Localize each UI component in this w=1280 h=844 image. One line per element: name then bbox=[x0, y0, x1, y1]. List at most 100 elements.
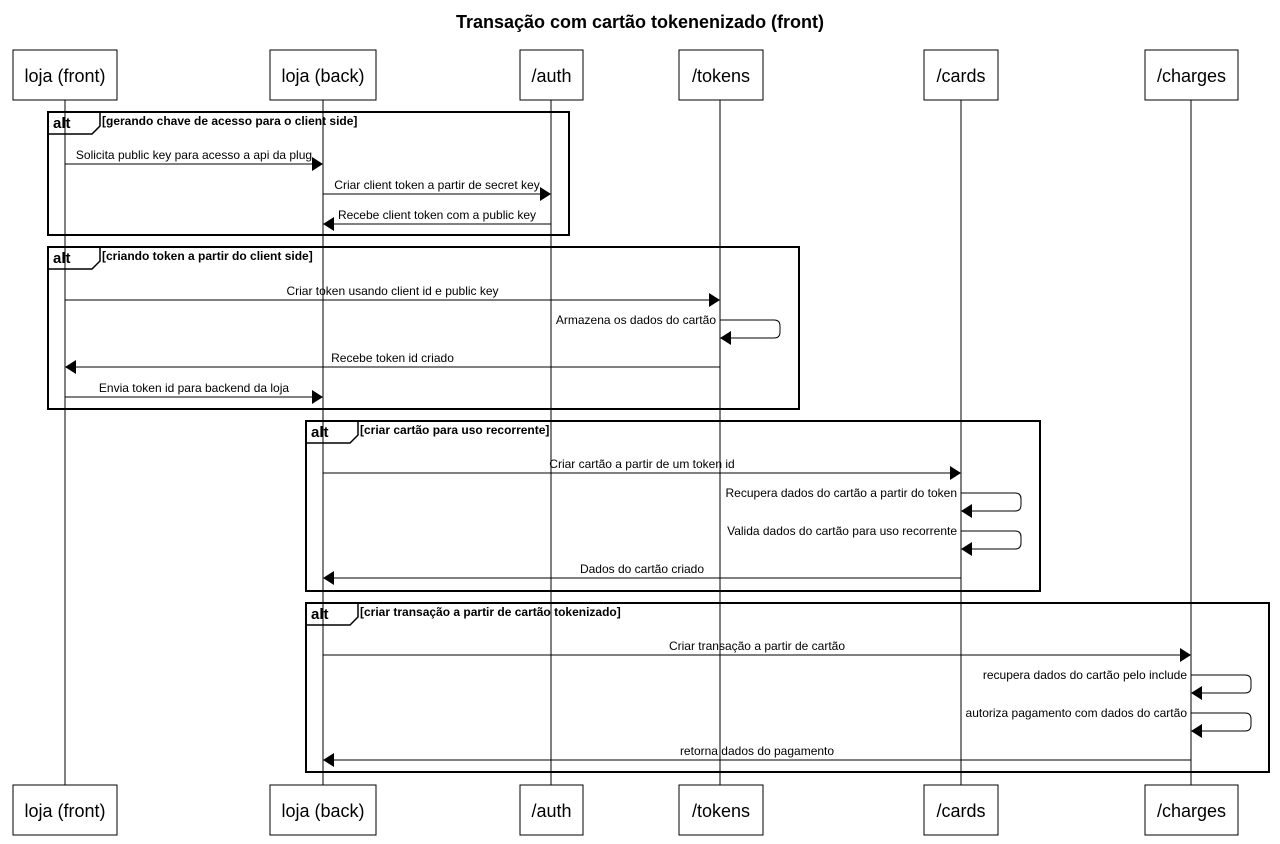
message-charges-to-charges: autoriza pagamento com dados do cartão bbox=[966, 706, 1252, 738]
participant-label: /tokens bbox=[692, 801, 750, 821]
participant-back-bottom: loja (back) bbox=[269, 784, 377, 836]
fragment-frame bbox=[305, 602, 1270, 773]
fragment-keyword: alt bbox=[53, 115, 71, 132]
arrowhead bbox=[323, 571, 334, 585]
message-label: Criar client token a partir de secret ke… bbox=[334, 178, 539, 192]
messages: Solicita public key para acesso a api da… bbox=[65, 148, 1252, 767]
participant-box bbox=[923, 49, 999, 101]
participant-box bbox=[12, 784, 118, 836]
fragment-guard: [criar transação a partir de cartão toke… bbox=[360, 605, 621, 619]
message-label: Dados do cartão criado bbox=[580, 562, 704, 576]
message-tokens-to-front: Recebe token id criado bbox=[65, 351, 720, 374]
fragment-frame bbox=[47, 246, 800, 410]
message-tokens-to-tokens: Armazena os dados do cartão bbox=[556, 313, 781, 345]
participant-auth-top: /auth bbox=[519, 49, 584, 101]
fragment-tab bbox=[306, 420, 359, 444]
arrowhead bbox=[720, 331, 731, 345]
participant-box bbox=[1144, 784, 1239, 836]
message-front-to-back: Envia token id para backend da loja bbox=[65, 381, 323, 404]
participant-box bbox=[12, 49, 118, 101]
arrowhead bbox=[540, 187, 551, 201]
message-front-to-back: Solicita public key para acesso a api da… bbox=[65, 148, 323, 171]
fragment-guard: [criando token a partir do client side] bbox=[102, 249, 313, 263]
message-back-to-charges: Criar transação a partir de cartão bbox=[323, 639, 1191, 662]
message-label: Armazena os dados do cartão bbox=[556, 313, 716, 327]
message-label: Recupera dados do cartão a partir do tok… bbox=[726, 486, 957, 500]
alt-fragment-2: alt[criando token a partir do client sid… bbox=[47, 246, 800, 410]
alt-fragment-3: alt [criar cartão para uso recorrente] bbox=[305, 420, 1041, 592]
participant-box bbox=[1144, 49, 1239, 101]
message-label: Solicita public key para acesso a api da… bbox=[76, 148, 312, 162]
participant-label: /charges bbox=[1157, 66, 1226, 86]
participant-charges-top: /charges bbox=[1144, 49, 1239, 101]
message-charges-to-charges: recupera dados do cartão pelo include bbox=[983, 668, 1252, 700]
message-back-to-cards: Criar cartão a partir de um token id bbox=[323, 457, 961, 480]
message-front-to-tokens: Criar token usando client id e public ke… bbox=[65, 284, 720, 307]
fragment-tab bbox=[48, 111, 101, 135]
participant-box bbox=[519, 49, 584, 101]
message-label: Recebe token id criado bbox=[331, 351, 454, 365]
arrowhead bbox=[1180, 648, 1191, 662]
participant-back-top: loja (back) bbox=[269, 49, 377, 101]
participant-label: /auth bbox=[531, 801, 571, 821]
fragment-frame bbox=[47, 111, 570, 236]
arrowhead bbox=[312, 390, 323, 404]
arrowhead bbox=[1191, 686, 1202, 700]
arrowhead bbox=[323, 217, 334, 231]
message-label: recupera dados do cartão pelo include bbox=[983, 668, 1187, 682]
message-label: Valida dados do cartão para uso recorren… bbox=[727, 524, 957, 538]
fragment-guard: [gerando chave de acesso para o client s… bbox=[102, 114, 357, 128]
message-auth-to-back: Recebe client token com a public key bbox=[323, 208, 551, 231]
self-message-line bbox=[1191, 712, 1252, 732]
participant-label: /auth bbox=[531, 66, 571, 86]
message-label: Criar token usando client id e public ke… bbox=[286, 284, 498, 298]
fragment-tab bbox=[48, 246, 101, 270]
participant-label: loja (front) bbox=[24, 801, 105, 821]
arrowhead bbox=[961, 542, 972, 556]
message-back-to-auth: Criar client token a partir de secret ke… bbox=[323, 178, 551, 201]
participant-charges-bottom: /charges bbox=[1144, 784, 1239, 836]
arrowhead bbox=[65, 360, 76, 374]
participant-tokens-top: /tokens bbox=[678, 49, 764, 101]
arrowhead bbox=[961, 504, 972, 518]
participant-cards-top: /cards bbox=[923, 49, 999, 101]
participants-top: loja (front) loja (back) /auth/tokens/card… bbox=[12, 49, 1239, 101]
participant-auth-bottom: /auth bbox=[519, 784, 584, 836]
participant-box bbox=[269, 49, 377, 101]
participant-front-top: loja (front) bbox=[12, 49, 118, 101]
participant-front-bottom: loja (front) bbox=[12, 784, 118, 836]
message-label: Envia token id para backend da loja bbox=[99, 381, 289, 395]
message-label: Criar cartão a partir de um token id bbox=[549, 457, 734, 471]
message-label: autoriza pagamento com dados do cartão bbox=[966, 706, 1188, 720]
participant-tokens-bottom: /tokens bbox=[678, 784, 764, 836]
participant-label: loja (back) bbox=[281, 801, 364, 821]
participant-label: /charges bbox=[1157, 801, 1226, 821]
participant-label: /cards bbox=[936, 801, 985, 821]
participant-box bbox=[269, 784, 377, 836]
message-charges-to-back: retorna dados do pagamento bbox=[323, 744, 1191, 767]
message-label: Criar transação a partir de cartão bbox=[669, 639, 845, 653]
arrowhead bbox=[1191, 724, 1202, 738]
fragment-keyword: alt bbox=[311, 606, 329, 623]
diagram-title: Transação com cartão tokenenizado (front… bbox=[456, 12, 824, 32]
participant-box bbox=[519, 784, 584, 836]
message-cards-to-cards: Valida dados do cartão para uso recorren… bbox=[727, 524, 1022, 556]
message-cards-to-back: Dados do cartão criado bbox=[323, 562, 961, 585]
fragment-keyword: alt bbox=[311, 424, 329, 441]
arrowhead bbox=[312, 157, 323, 171]
message-label: retorna dados do pagamento bbox=[680, 744, 834, 758]
participant-box bbox=[678, 784, 764, 836]
participant-label: loja (back) bbox=[281, 66, 364, 86]
fragments: alt [gerando chave de acesso para o clien… bbox=[47, 111, 1270, 773]
message-label: Recebe client token com a public key bbox=[338, 208, 536, 222]
fragment-frame bbox=[305, 420, 1041, 592]
arrowhead bbox=[323, 753, 334, 767]
alt-fragment-4: alt [criar transação a partir de cartão t… bbox=[305, 602, 1270, 773]
participant-label: /tokens bbox=[692, 66, 750, 86]
participant-box bbox=[923, 784, 999, 836]
fragment-guard: [criar cartão para uso recorrente] bbox=[360, 423, 549, 437]
participant-box bbox=[678, 49, 764, 101]
participants-bottom: loja (front) loja (back) /auth/tokens/card… bbox=[12, 784, 1239, 836]
self-message-line bbox=[961, 530, 1022, 550]
